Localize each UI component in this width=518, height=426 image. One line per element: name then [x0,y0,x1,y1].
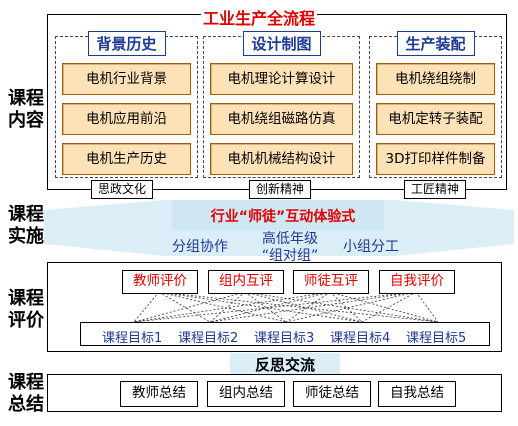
content-item: 电机理论计算设计 [210,63,353,95]
connection-line [329,291,439,323]
connection-line [133,291,331,323]
tag-ideology: 思政文化 [91,180,154,199]
connection-line [285,291,417,323]
connection-line [285,291,331,323]
eval-method-group: 组内互评 [208,270,284,294]
column-design-drawing: 设计制图 电机理论计算设计 电机绕组磁路仿真 电机机械结构设计 [203,31,360,178]
content-item: 电机绕组磁路仿真 [210,103,353,135]
content-item: 电机生产历史 [62,143,191,175]
side-label-summary: 课程 总结 [8,372,44,415]
reflection-band [230,353,340,375]
goals-box [80,322,490,346]
connection-line [209,291,331,323]
implementation-left: 分组协作 [172,239,228,255]
summary-teacher: 教师总结 [120,381,198,407]
column-title: 背景历史 [87,31,166,56]
side-label-content: 课程 内容 [8,88,44,131]
connection-line [209,291,417,323]
course-goal: 课程目标2 [178,331,239,346]
connection-line [158,291,211,323]
connection-line [244,291,439,323]
connection-line [133,291,417,323]
course-goal: 课程目标5 [406,331,467,346]
connection-line [158,291,287,323]
content-item: 电机应用前沿 [62,103,191,135]
side-label-evaluation: 课程 评价 [8,288,44,331]
implementation-headline: 行业“师徒”互动体验式 [210,209,356,225]
connection-line [158,291,439,323]
tag-innovation: 创新精神 [249,180,312,199]
content-item: 3D打印样件制备 [376,143,495,175]
column-production-assembly: 生产装配 电机绕组绕制 电机定转子装配 3D打印样件制备 [369,31,502,178]
tag-craftsmanship: 工匠精神 [404,180,467,199]
column-background-history: 背景历史 电机行业背景 电机应用前沿 电机生产历史 [55,31,198,178]
connection-line [244,291,287,323]
content-item: 电机机械结构设计 [210,143,353,175]
connection-line [133,291,160,323]
connection-line [133,291,246,323]
connection-line [329,291,363,323]
column-title: 生产装配 [396,31,475,56]
summary-mentor: 师徒总结 [293,381,371,407]
implementation-center-line2: “组对组” [261,248,319,264]
main-title-text: 工业生产全流程 [202,9,315,28]
content-item: 电机行业背景 [62,63,191,95]
eval-method-mentor: 师徒互评 [293,270,369,294]
course-goal: 课程目标1 [102,331,163,346]
reflection-label: 反思交流 [254,356,315,374]
side-label-implementation: 课程 实施 [8,204,44,247]
eval-method-teacher: 教师评价 [122,270,198,294]
eval-method-self: 自我评价 [379,270,455,294]
column-title: 设计制图 [242,31,321,56]
implementation-center-line1: 高低年级 [262,231,318,247]
summary-self: 自我总结 [378,381,456,407]
implementation-right: 小组分工 [343,239,399,255]
course-goal: 课程目标3 [254,331,315,346]
connection-line [244,291,363,323]
connection-line [415,291,439,323]
summary-group: 组内总结 [207,381,285,407]
implementation-band [44,200,514,256]
content-item: 电机定转子装配 [376,103,495,135]
content-item: 电机绕组绕制 [376,63,495,95]
course-goal: 课程目标4 [330,331,391,346]
